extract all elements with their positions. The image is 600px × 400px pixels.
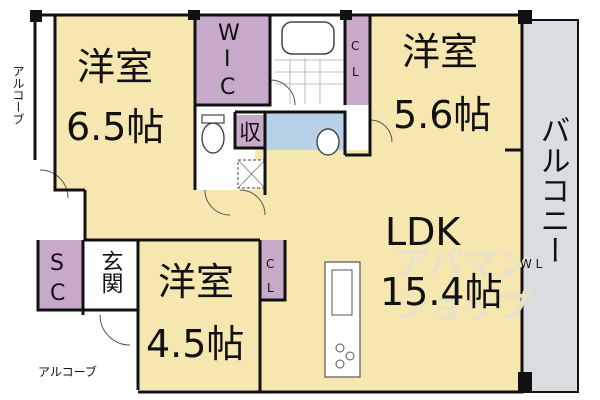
room-western-45 [138, 240, 260, 390]
balcony-area [521, 19, 579, 393]
western-45-name: 洋室 [158, 260, 234, 304]
wall-column [518, 10, 532, 24]
ldk-size: 15.4帖 [380, 270, 503, 314]
ldk-name: LDK [385, 210, 461, 254]
wash-basin [316, 128, 340, 156]
room-storage [235, 115, 265, 147]
western-65-name: 洋室 [77, 45, 153, 89]
cl-small-letter: L [267, 281, 274, 295]
room-western-65 [55, 15, 195, 190]
room-western-56 [370, 15, 522, 155]
washing-machine-cross [237, 159, 266, 189]
wic-letter: C [220, 75, 235, 100]
sc-letter: C [50, 281, 65, 306]
room-wic [195, 15, 270, 105]
toilet-tank [201, 114, 225, 124]
kitchen-counter [324, 261, 361, 378]
cl-small-letter: C [266, 257, 274, 271]
room-cl-top [345, 15, 370, 105]
door-arc [269, 79, 296, 106]
stove-burner [345, 351, 355, 361]
stove-burner [335, 343, 345, 353]
door-arc [99, 314, 131, 346]
cl-top-letter: C [351, 39, 359, 53]
wall-column [188, 10, 200, 20]
wall-column [30, 10, 42, 22]
western-56-name: 洋室 [402, 30, 478, 74]
wall-column [340, 10, 352, 20]
door-arc [204, 189, 231, 216]
western-56-size: 5.6帖 [393, 93, 491, 137]
walls [33, 13, 524, 394]
wall-column [518, 372, 532, 392]
wic-letter: W [218, 21, 240, 46]
wic-letter: I [224, 47, 231, 72]
bath-tiles [275, 58, 343, 104]
hallway [85, 190, 265, 240]
bathtub [281, 21, 335, 55]
room-cl-small [260, 240, 285, 300]
sc-letter: S [50, 251, 64, 276]
stove-burner [335, 359, 345, 369]
alcove-bottom-label: アルコーブ [38, 364, 97, 379]
western-45-size: 4.5帖 [146, 322, 244, 366]
room-entrance [83, 240, 138, 315]
storage-label: 収 [239, 121, 261, 146]
watermark-line2: ショップ [395, 287, 531, 327]
entrance-label: 玄関 [98, 250, 123, 294]
watermark-line1: アパマン [395, 244, 530, 284]
room-ldk [255, 150, 522, 392]
door-arc [239, 189, 266, 216]
kitchen-sink [331, 269, 353, 316]
alcove-top-label: アルコーブ [11, 65, 25, 125]
western-65-size: 6.5帖 [66, 105, 164, 149]
door-arc [369, 119, 393, 143]
toilet [201, 122, 225, 154]
entry-door-arc [39, 169, 69, 199]
room-sc [38, 240, 83, 310]
cl-top-letter: L [352, 65, 359, 79]
balcony-label: バルコニー [535, 115, 570, 265]
watermark-wl: W L [520, 257, 543, 271]
